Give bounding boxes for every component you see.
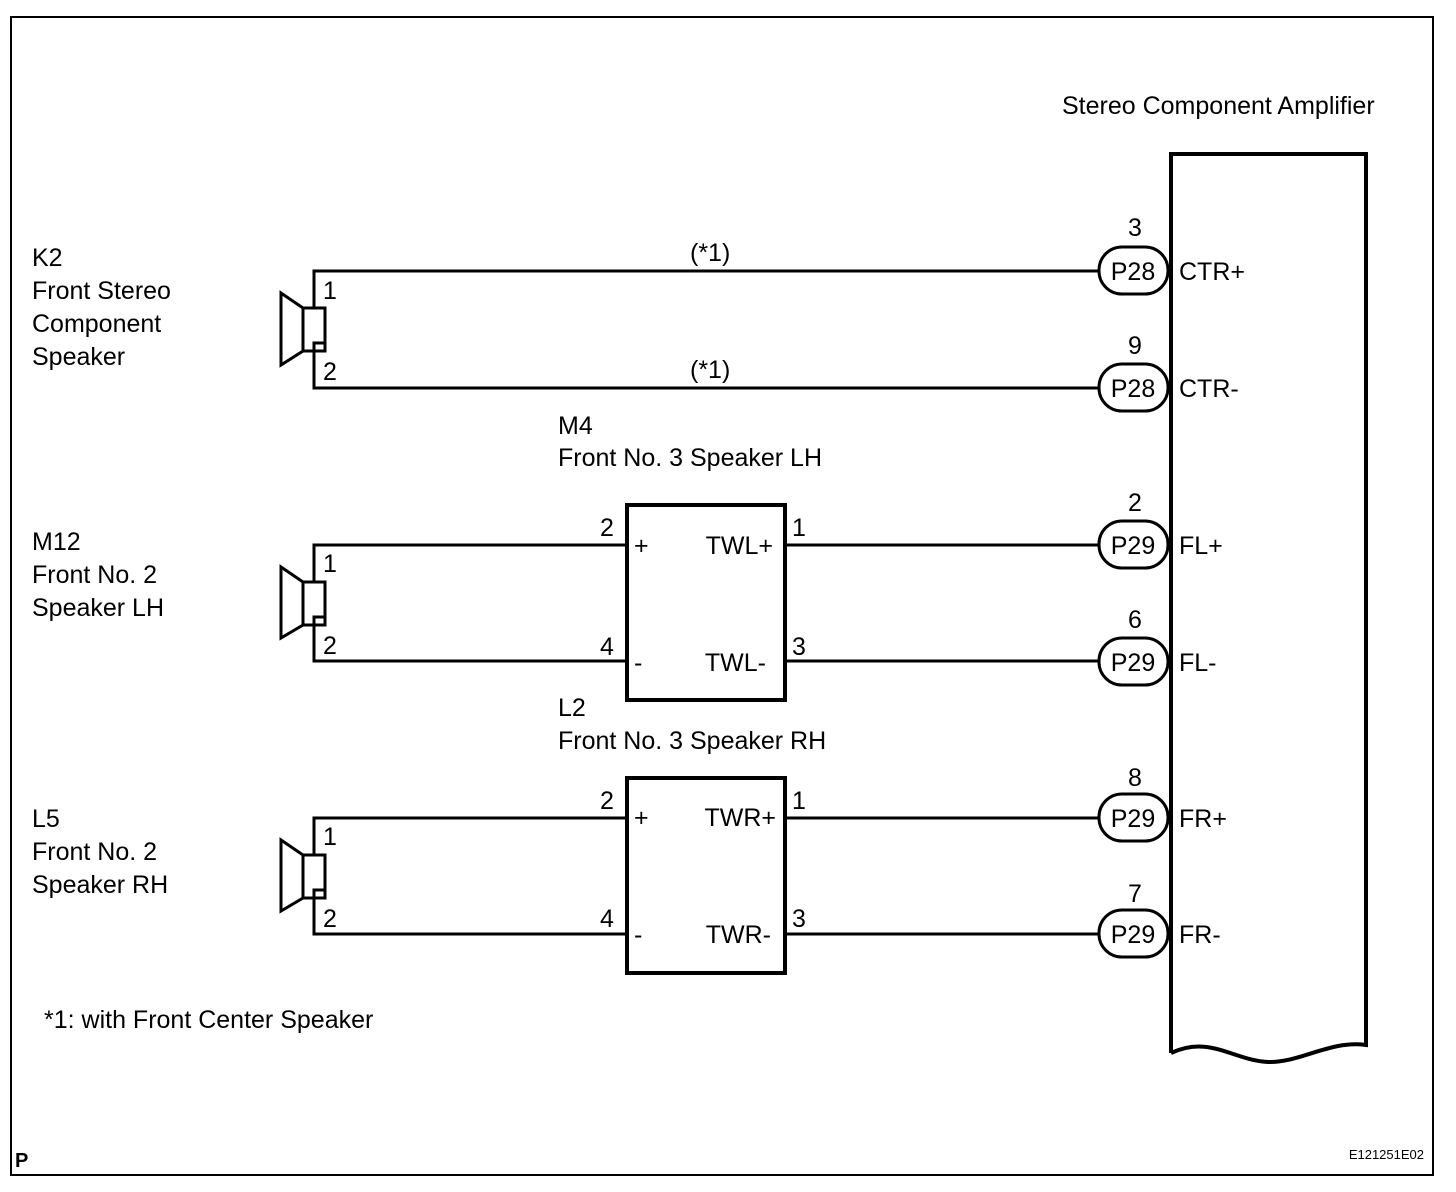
m12-code: M12: [32, 528, 81, 556]
l2-polarity-plus: +: [634, 804, 649, 832]
l2-terminal-plus: TWR+: [704, 804, 776, 832]
connector-pill: [1097, 792, 1170, 843]
footnote: *1: with Front Center Speaker: [44, 1006, 373, 1034]
l2-left-pin-2: 2: [600, 787, 614, 815]
connector-code: P29: [1111, 805, 1155, 833]
m4-terminal-plus: TWL+: [706, 532, 773, 560]
m4-terminal-minus: TWL-: [705, 649, 766, 677]
m4-polarity-plus: +: [634, 532, 649, 560]
m12-pin-1: 1: [323, 550, 337, 578]
pin-number: 8: [1128, 764, 1142, 792]
speaker-icon-k2: [279, 290, 327, 368]
m4-right-pin-1: 1: [792, 514, 806, 542]
connector-code: P28: [1111, 258, 1155, 286]
connector-pill: [1097, 245, 1170, 296]
l2-code: L2: [558, 694, 586, 722]
m12-name-line-2: Speaker LH: [32, 594, 164, 622]
wire-ctr-plus: [312, 269, 1100, 310]
signal-name: FL-: [1179, 649, 1217, 677]
wire-ctr-minus: [312, 341, 1100, 390]
speaker-icon-m12: [279, 564, 327, 641]
l5-name-line-2: Speaker RH: [32, 871, 168, 899]
tweeter-box-m4: [625, 503, 787, 702]
connector-pill: [1097, 636, 1170, 687]
amp-pin-fr-plus: 8 P29 FR+: [1097, 764, 1227, 843]
m12-name-line-1: Front No. 2: [32, 561, 157, 589]
l2-polarity-minus: -: [634, 921, 642, 949]
signal-name: CTR+: [1179, 258, 1245, 286]
pin-number: 2: [1128, 489, 1142, 517]
connector-pill: [1097, 362, 1170, 413]
tweeter-box-l2: [625, 776, 787, 975]
amp-pin-fl-minus: 6 P29 FL-: [1097, 606, 1217, 687]
k2-code: K2: [32, 244, 63, 272]
pin-number: 3: [1128, 214, 1142, 242]
figure-id: E121251E02: [1349, 1147, 1424, 1162]
amp-pin-fr-minus: 7 P29 FR-: [1097, 880, 1221, 959]
wire-l5-pin1: [312, 816, 627, 857]
wire-note-1: (*1): [690, 239, 730, 267]
pin-number: 6: [1128, 606, 1142, 634]
k2-name-line-2: Component: [32, 310, 161, 338]
signal-name: FL+: [1179, 532, 1223, 560]
amplifier-body: [1169, 152, 1368, 1065]
wire-l5-pin2: [312, 888, 627, 936]
m4-right-pin-3: 3: [792, 633, 806, 661]
wire-m12-pin2: [312, 615, 627, 663]
m4-left-pin-4: 4: [600, 633, 614, 661]
l5-pin-2: 2: [323, 905, 337, 933]
connector-code: P29: [1111, 649, 1155, 677]
connector-code: P28: [1111, 375, 1155, 403]
diagram-frame: [10, 16, 1434, 1176]
amplifier-title: Stereo Component Amplifier: [1062, 92, 1375, 120]
l2-right-pin-1: 1: [792, 787, 806, 815]
m12-pin-2: 2: [323, 632, 337, 660]
pin-number: 7: [1128, 880, 1142, 908]
k2-pin-1: 1: [323, 277, 337, 305]
amp-pin-fl-plus: 2 P29 FL+: [1097, 489, 1223, 570]
pin-number: 9: [1128, 332, 1142, 360]
connector-code: P29: [1111, 532, 1155, 560]
l5-pin-1: 1: [323, 823, 337, 851]
l5-name-line-1: Front No. 2: [32, 838, 157, 866]
corner-mark: P: [15, 1150, 28, 1172]
speaker-icon-l5: [279, 837, 327, 914]
k2-name-line-1: Front Stereo: [32, 277, 171, 305]
signal-name: FR-: [1179, 921, 1221, 949]
k2-name-line-3: Speaker: [32, 343, 125, 371]
connector-pill: [1097, 519, 1170, 570]
connector-pill: [1097, 908, 1170, 959]
amp-pin-ctr-plus: 3 P28 CTR+: [1097, 214, 1245, 296]
connector-code: P29: [1111, 921, 1155, 949]
m4-name: Front No. 3 Speaker LH: [558, 444, 822, 472]
signal-name: CTR-: [1179, 375, 1239, 403]
l2-terminal-minus: TWR-: [706, 921, 771, 949]
signal-name: FR+: [1179, 805, 1227, 833]
l5-code: L5: [32, 805, 60, 833]
wire-note-2: (*1): [690, 356, 730, 384]
k2-pin-2: 2: [323, 358, 337, 386]
m4-code: M4: [558, 412, 593, 440]
l2-left-pin-4: 4: [600, 905, 614, 933]
m4-polarity-minus: -: [634, 649, 642, 677]
m4-left-pin-2: 2: [600, 514, 614, 542]
wire-m12-pin1: [312, 543, 627, 584]
l2-name: Front No. 3 Speaker RH: [558, 727, 826, 755]
l2-right-pin-3: 3: [792, 905, 806, 933]
amp-pin-ctr-minus: 9 P28 CTR-: [1097, 332, 1239, 413]
